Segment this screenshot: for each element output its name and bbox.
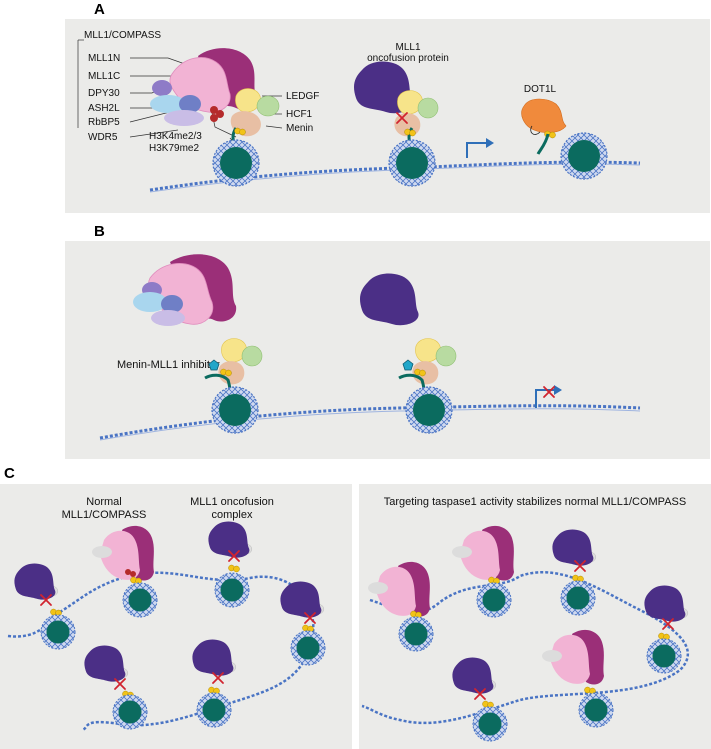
subunit-ash2l: ASH2L — [88, 103, 120, 114]
mark-h3k4: H3K4me2/3 — [149, 131, 202, 142]
nucleosome-a3 — [560, 132, 608, 180]
c-right-nucleosome-5 — [646, 638, 682, 674]
c-normal-label-1: Normal — [86, 496, 121, 508]
c-onco-label-1: MLL1 oncofusion — [190, 496, 274, 508]
c-right-title: Targeting taspase1 activity stabilizes n… — [384, 496, 686, 508]
subunit-mll1c: MLL1C — [88, 71, 120, 82]
c-left-nucleosome-1 — [122, 582, 158, 618]
subunit-wdr5: WDR5 — [88, 132, 118, 143]
panel-a-background — [65, 19, 710, 213]
c-left-nucleosome-5 — [112, 694, 148, 730]
c-left-nucleosome-6 — [196, 692, 232, 728]
c-right-nucleosome-3 — [578, 692, 614, 728]
c-onco-label-2: complex — [212, 509, 253, 521]
panel-c-letter: C — [4, 465, 15, 482]
partner-ledgf: LEDGF — [286, 91, 319, 102]
partner-hcf1: HCF1 — [286, 109, 313, 120]
inhibitor-label: Menin-MLL1 inhibitor — [117, 359, 220, 371]
c-right-normal-complex-1 — [452, 525, 514, 581]
c-right-normal-complex-3 — [542, 629, 604, 685]
partner-menin: Menin — [286, 123, 313, 134]
c-normal-label-2: MLL1/COMPASS — [62, 509, 147, 521]
c-right-normal-complex-2 — [368, 561, 430, 617]
c-left-nucleosome-2 — [214, 572, 250, 608]
subunit-mll1n: MLL1N — [88, 53, 120, 64]
inhibitor-pentagon-icon — [208, 359, 220, 371]
mark-h3k79: H3K79me2 — [149, 143, 199, 154]
panel-b-letter: B — [94, 223, 105, 240]
c-left-normal-complex — [92, 525, 154, 581]
inhibitor-pentagon-icon — [402, 359, 414, 371]
c-right-nucleosome-1 — [476, 582, 512, 618]
c-right-nucleosome-6 — [472, 706, 508, 742]
c-left-nucleosome-3 — [40, 614, 76, 650]
c-right-nucleosome-4 — [560, 580, 596, 616]
dissociated-mll1-compass — [133, 254, 237, 326]
onco-label-line1: MLL1 — [395, 42, 420, 53]
chromatin-fiber-right — [361, 571, 690, 725]
subunit-rbbp5: RbBP5 — [88, 117, 120, 128]
nucleosome-b1 — [211, 386, 259, 434]
dna-strand-b — [99, 404, 641, 440]
blocked-transcription-icon — [535, 385, 562, 408]
dot1l-label: DOT1L — [524, 84, 557, 95]
nucleosome-a2 — [388, 139, 436, 187]
onco-label-line2: oncofusion protein — [367, 53, 449, 64]
transcription-arrow-icon — [466, 138, 494, 158]
complex-label: MLL1/COMPASS — [84, 30, 161, 41]
c-left-nucleosome-4 — [290, 630, 326, 666]
mll1-compass-complex-a — [150, 48, 257, 126]
nucleosome-a1 — [212, 139, 260, 187]
dot1l-enzyme — [521, 98, 567, 133]
panel-a-letter: A — [94, 1, 105, 18]
subunit-dpy30: DPY30 — [88, 88, 120, 99]
nucleosome-b2 — [405, 386, 453, 434]
c-right-nucleosome-2 — [398, 616, 434, 652]
